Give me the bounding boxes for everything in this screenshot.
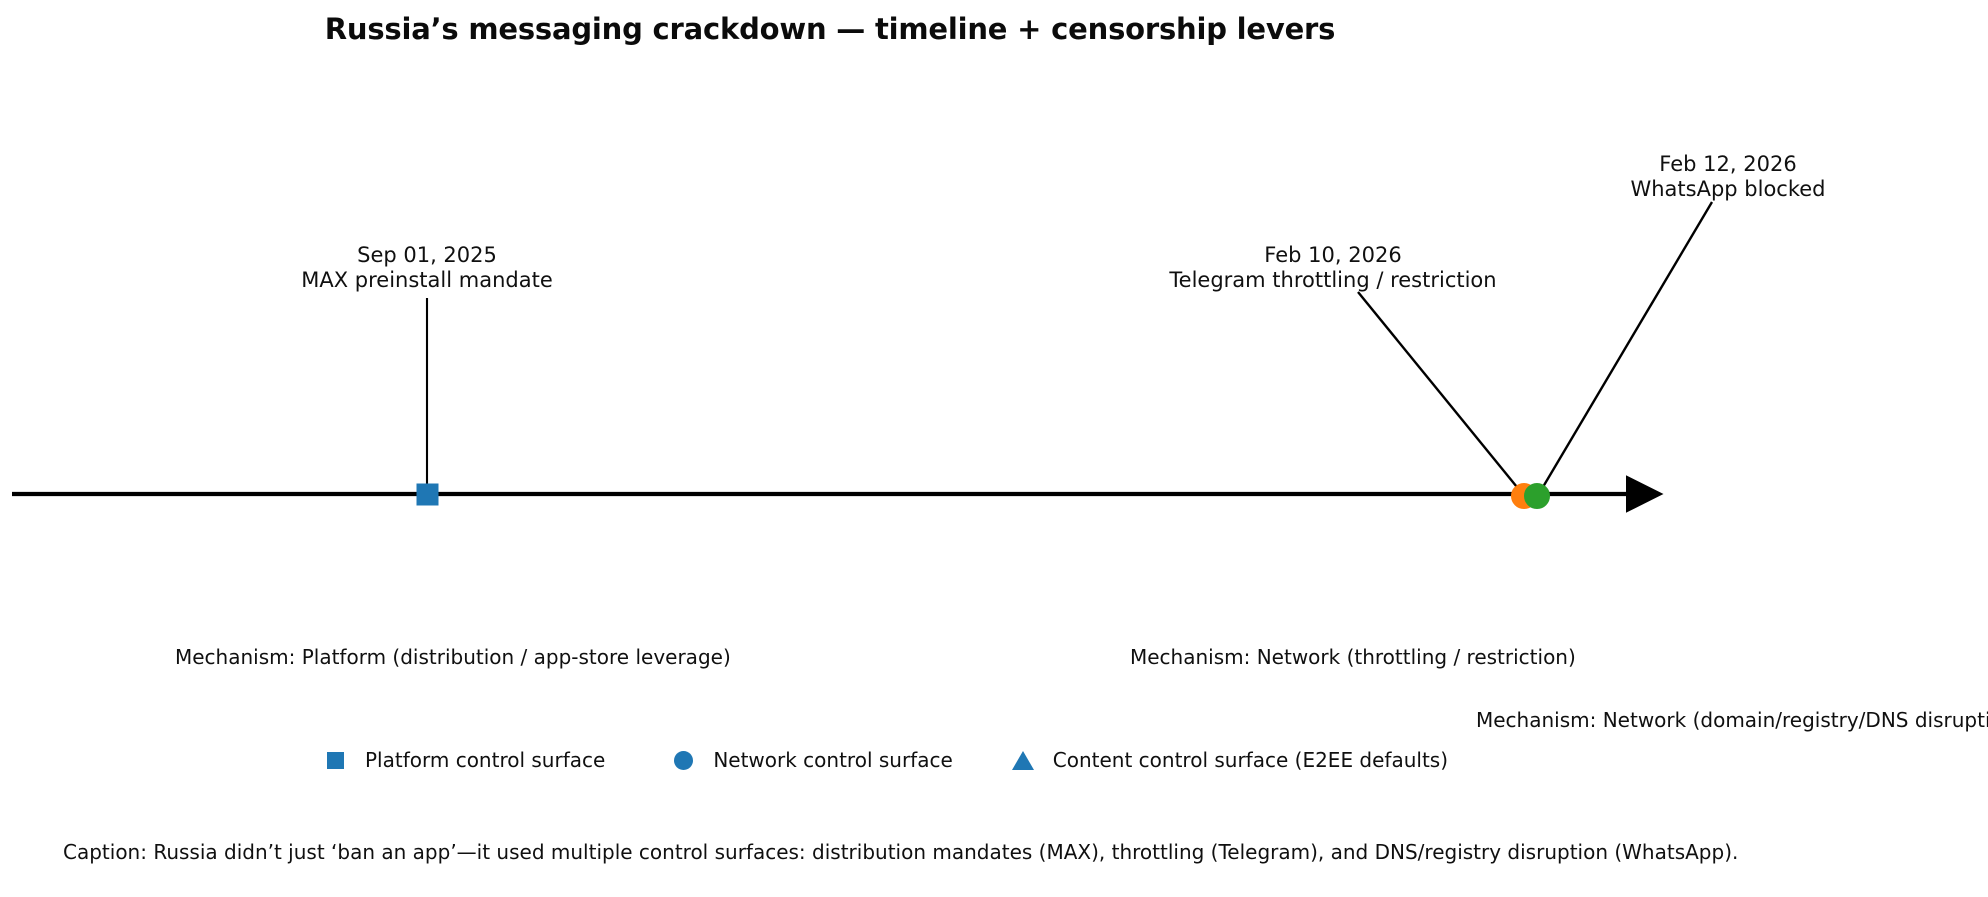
legend-entry-platform[interactable]: Platform control surface — [318, 748, 605, 772]
annotation-telegram: Feb 10, 2026 Telegram throttling / restr… — [1169, 243, 1496, 293]
legend-label-platform: Platform control surface — [365, 748, 606, 772]
annotation-max-label: MAX preinstall mandate — [301, 268, 553, 292]
annotation-telegram-label: Telegram throttling / restriction — [1169, 268, 1497, 292]
leader-line-telegram — [1357, 291, 1522, 493]
legend-entry-content[interactable]: Content control surface (E2EE defaults) — [1006, 748, 1448, 772]
event-marker-whatsapp[interactable] — [1524, 483, 1550, 509]
legend: Platform control surface Network control… — [318, 748, 1448, 772]
mechanism-label-network-dns: Mechanism: Network (domain/registry/DNS … — [1476, 708, 1988, 732]
annotation-max: Sep 01, 2025 MAX preinstall mandate — [301, 243, 553, 293]
legend-entry-network[interactable]: Network control surface — [666, 748, 953, 772]
mechanism-label-network-throttling: Mechanism: Network (throttling / restric… — [1130, 645, 1576, 669]
square-marker-icon — [318, 751, 352, 769]
circle-marker-icon — [666, 750, 700, 770]
leader-line-whatsapp — [1538, 201, 1714, 493]
figure-caption: Caption: Russia didn’t just ‘ban an app’… — [63, 840, 1739, 864]
triangle-marker-icon — [1006, 750, 1040, 770]
mechanism-label-platform: Mechanism: Platform (distribution / app-… — [175, 645, 731, 669]
event-marker-max[interactable] — [416, 483, 439, 506]
annotation-max-date: Sep 01, 2025 — [357, 243, 497, 267]
legend-label-network: Network control surface — [713, 748, 953, 772]
annotation-whatsapp-label: WhatsApp blocked — [1630, 177, 1826, 201]
annotation-telegram-date: Feb 10, 2026 — [1264, 243, 1402, 267]
annotation-whatsapp-date: Feb 12, 2026 — [1659, 152, 1797, 176]
legend-label-content: Content control surface (E2EE defaults) — [1052, 748, 1449, 772]
annotation-whatsapp: Feb 12, 2026 WhatsApp blocked — [1630, 152, 1825, 202]
chart-title: Russia’s messaging crackdown — timeline … — [324, 12, 1336, 46]
